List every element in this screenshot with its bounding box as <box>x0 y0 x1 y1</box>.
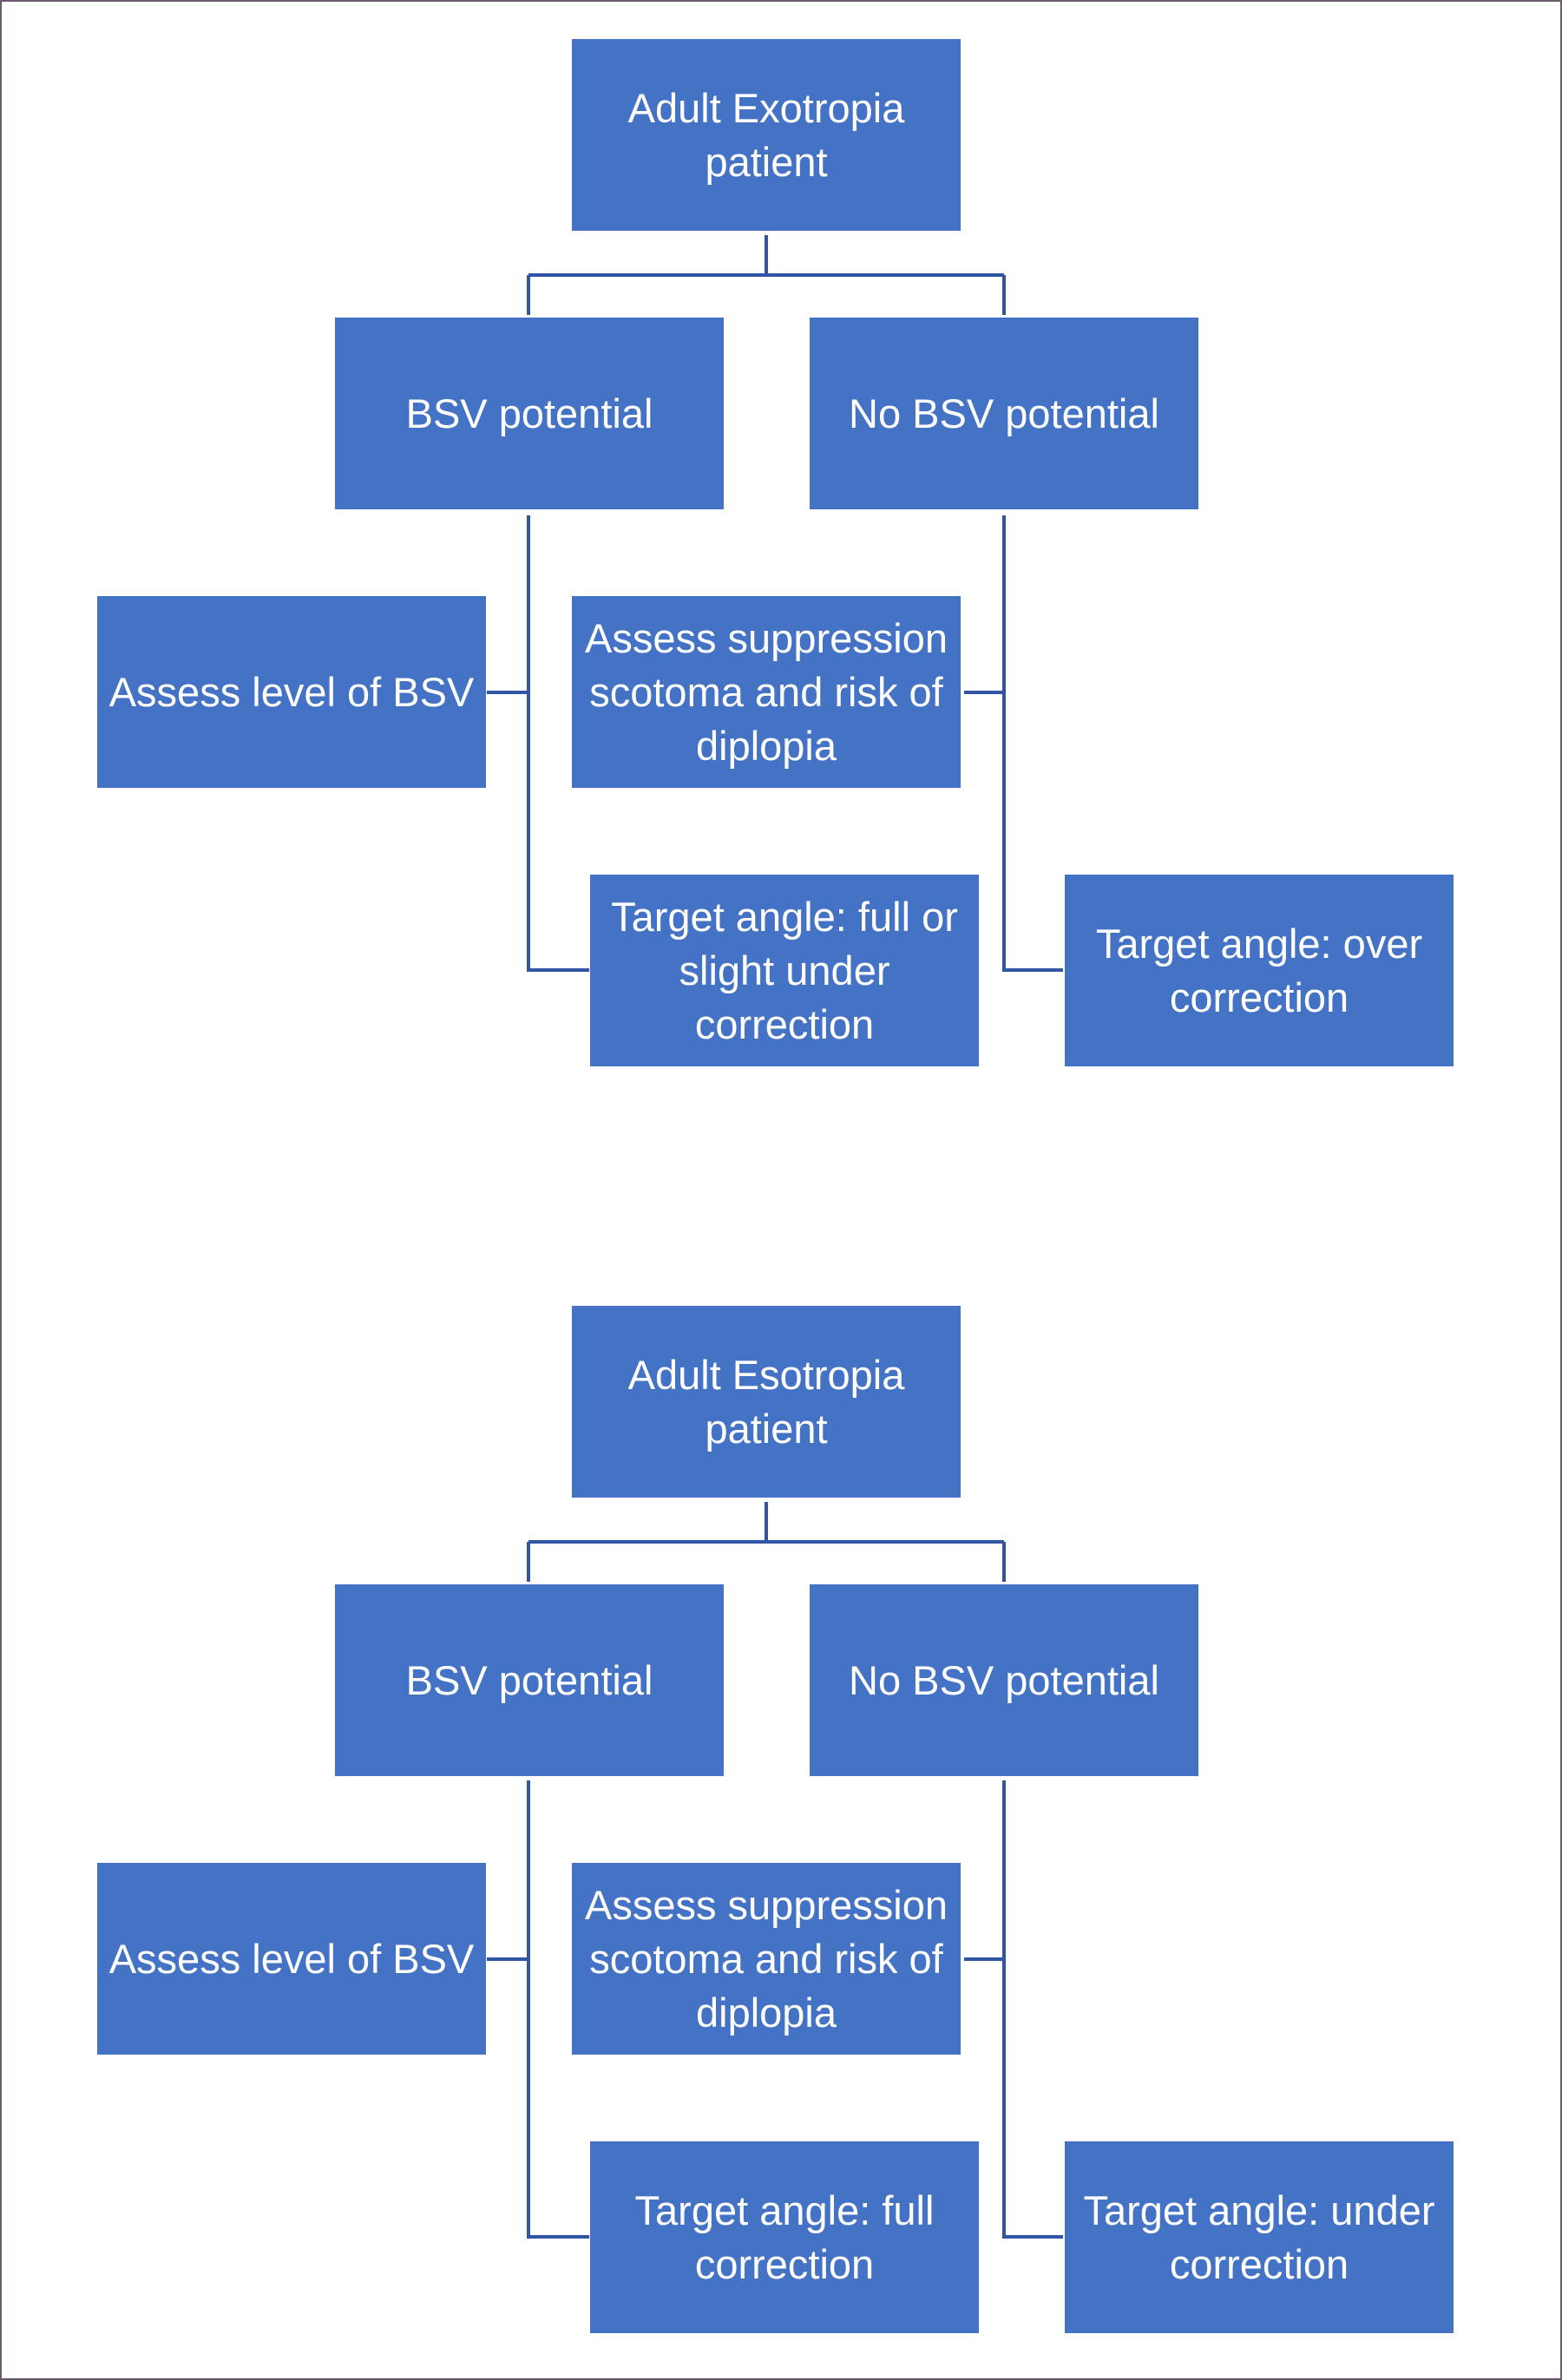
connector-root-to-branches-1 <box>527 235 1006 315</box>
target-angle-left-box-1: Target angle: full or slight under corre… <box>590 875 979 1066</box>
root-box-exotropia: Adult Exotropia patient <box>572 39 961 231</box>
assess-suppression-box-2: Assess suppression scotoma and risk of d… <box>572 1863 961 2055</box>
assess-bsv-level-box-2: Assess level of BSV <box>97 1863 486 2055</box>
target-angle-right-box-1: Target angle: over correction <box>1065 875 1454 1066</box>
assess-suppression-box-1: Assess suppression scotoma and risk of d… <box>572 596 961 788</box>
assess-bsv-level-box-1: Assess level of BSV <box>97 596 486 788</box>
target-angle-left-box-2: Target angle: full correction <box>590 2141 979 2333</box>
connector-root-to-branches-2 <box>527 1502 1006 1582</box>
root-box-esotropia: Adult Esotropia patient <box>572 1306 961 1498</box>
connector-no-bsv-potential-1 <box>964 515 1063 972</box>
bsv-potential-box-2: BSV potential <box>335 1584 724 1776</box>
no-bsv-potential-box-2: No BSV potential <box>810 1584 1198 1776</box>
no-bsv-potential-box-1: No BSV potential <box>810 318 1198 509</box>
target-angle-right-box-2: Target angle: under correction <box>1065 2141 1454 2333</box>
bsv-potential-box-1: BSV potential <box>335 318 724 509</box>
connector-no-bsv-potential-2 <box>964 1780 1063 2239</box>
